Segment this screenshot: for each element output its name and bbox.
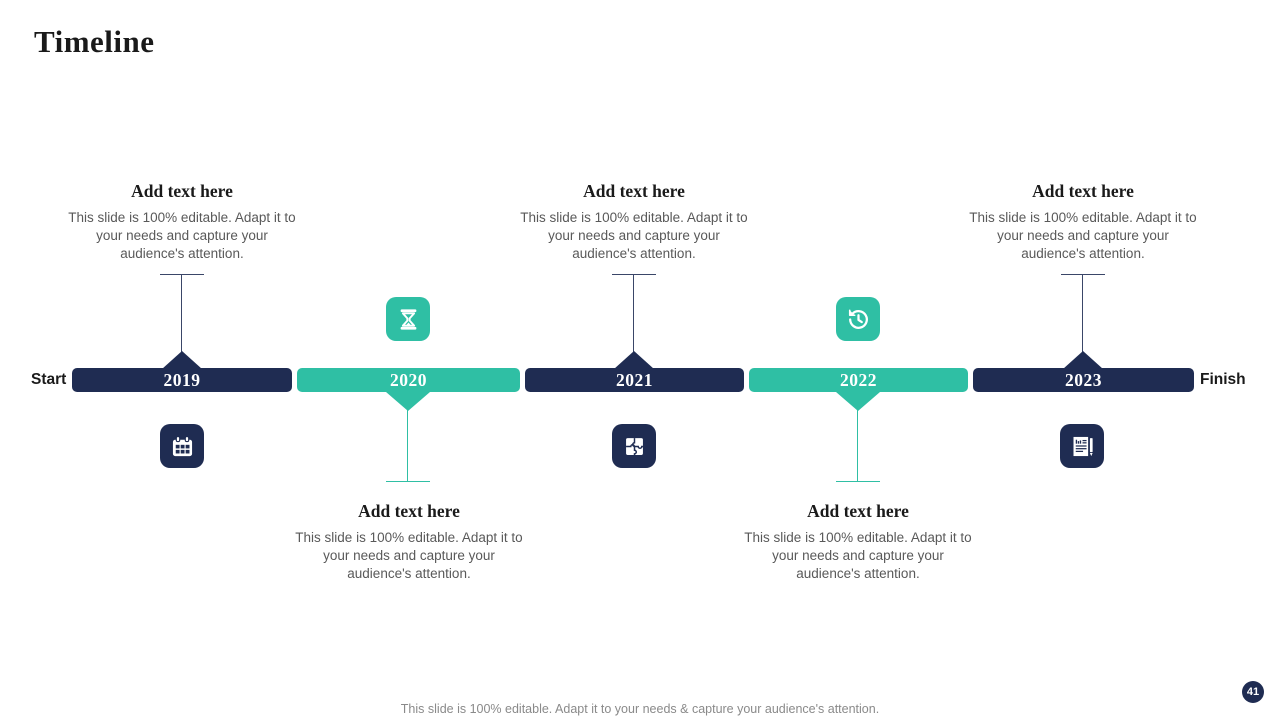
text-block-body[interactable]: This slide is 100% editable. Adapt it to… bbox=[744, 530, 972, 581]
segment-2019[interactable]: 2019 bbox=[72, 368, 292, 392]
text-block-2022[interactable]: Add text here This slide is 100% editabl… bbox=[742, 501, 974, 583]
text-block-heading[interactable]: Add text here bbox=[583, 181, 685, 201]
segment-year: 2020 bbox=[390, 369, 427, 390]
segment-2020[interactable]: 2020 bbox=[297, 368, 520, 392]
text-block-body[interactable]: This slide is 100% editable. Adapt it to… bbox=[68, 210, 296, 261]
segment-year: 2019 bbox=[163, 369, 201, 390]
connector-arrow-down bbox=[836, 392, 880, 411]
text-block-2021[interactable]: Add text here This slide is 100% editabl… bbox=[518, 181, 750, 263]
history-tile[interactable] bbox=[836, 297, 880, 341]
hourglass-tile[interactable] bbox=[386, 297, 430, 341]
connector-arrow-up bbox=[1063, 351, 1103, 369]
segment-year: 2023 bbox=[1065, 369, 1102, 390]
segment-2021[interactable]: 2021 bbox=[525, 368, 744, 392]
text-block-heading[interactable]: Add text here bbox=[807, 501, 909, 521]
connector-line bbox=[1082, 274, 1083, 353]
connector-line bbox=[181, 274, 182, 353]
report-pen-icon bbox=[1069, 433, 1096, 460]
text-block-body[interactable]: This slide is 100% editable. Adapt it to… bbox=[520, 210, 748, 261]
text-block-2019[interactable]: Add text here This slide is 100% editabl… bbox=[66, 181, 298, 263]
segment-year: 2022 bbox=[840, 369, 877, 390]
connector-line bbox=[407, 408, 408, 481]
puzzle-tile[interactable] bbox=[612, 424, 656, 468]
text-block-heading[interactable]: Add text here bbox=[131, 181, 233, 201]
connector-arrow-down bbox=[386, 392, 430, 411]
calendar-tile[interactable] bbox=[160, 424, 204, 468]
segment-2023[interactable]: 2023 bbox=[973, 368, 1194, 392]
text-block-heading[interactable]: Add text here bbox=[1032, 181, 1134, 201]
text-block-2023[interactable]: Add text here This slide is 100% editabl… bbox=[967, 181, 1199, 263]
connector-cap bbox=[160, 274, 204, 275]
connector-arrow-up bbox=[614, 351, 654, 369]
connector-line bbox=[857, 408, 858, 481]
puzzle-icon bbox=[621, 433, 648, 460]
connector-cap bbox=[612, 274, 656, 275]
segment-year: 2021 bbox=[616, 369, 653, 390]
text-block-body[interactable]: This slide is 100% editable. Adapt it to… bbox=[969, 210, 1197, 261]
report-tile[interactable] bbox=[1060, 424, 1104, 468]
segment-2022[interactable]: 2022 bbox=[749, 368, 968, 392]
footer-note: This slide is 100% editable. Adapt it to… bbox=[400, 702, 880, 716]
history-clock-icon bbox=[845, 306, 872, 333]
connector-arrow-up bbox=[162, 351, 202, 369]
page-title: Timeline bbox=[34, 24, 155, 59]
text-block-heading[interactable]: Add text here bbox=[358, 501, 460, 521]
calendar-icon bbox=[169, 433, 196, 460]
connector-cap bbox=[836, 481, 880, 482]
finish-label: Finish bbox=[1200, 371, 1246, 388]
page-number-badge: 41 bbox=[1242, 681, 1264, 703]
connector-cap bbox=[386, 481, 430, 482]
text-block-2020[interactable]: Add text here This slide is 100% editabl… bbox=[293, 501, 525, 583]
text-block-body[interactable]: This slide is 100% editable. Adapt it to… bbox=[295, 530, 523, 581]
connector-line bbox=[633, 274, 634, 353]
connector-cap bbox=[1061, 274, 1105, 275]
start-label: Start bbox=[31, 371, 67, 388]
hourglass-icon bbox=[395, 306, 422, 333]
